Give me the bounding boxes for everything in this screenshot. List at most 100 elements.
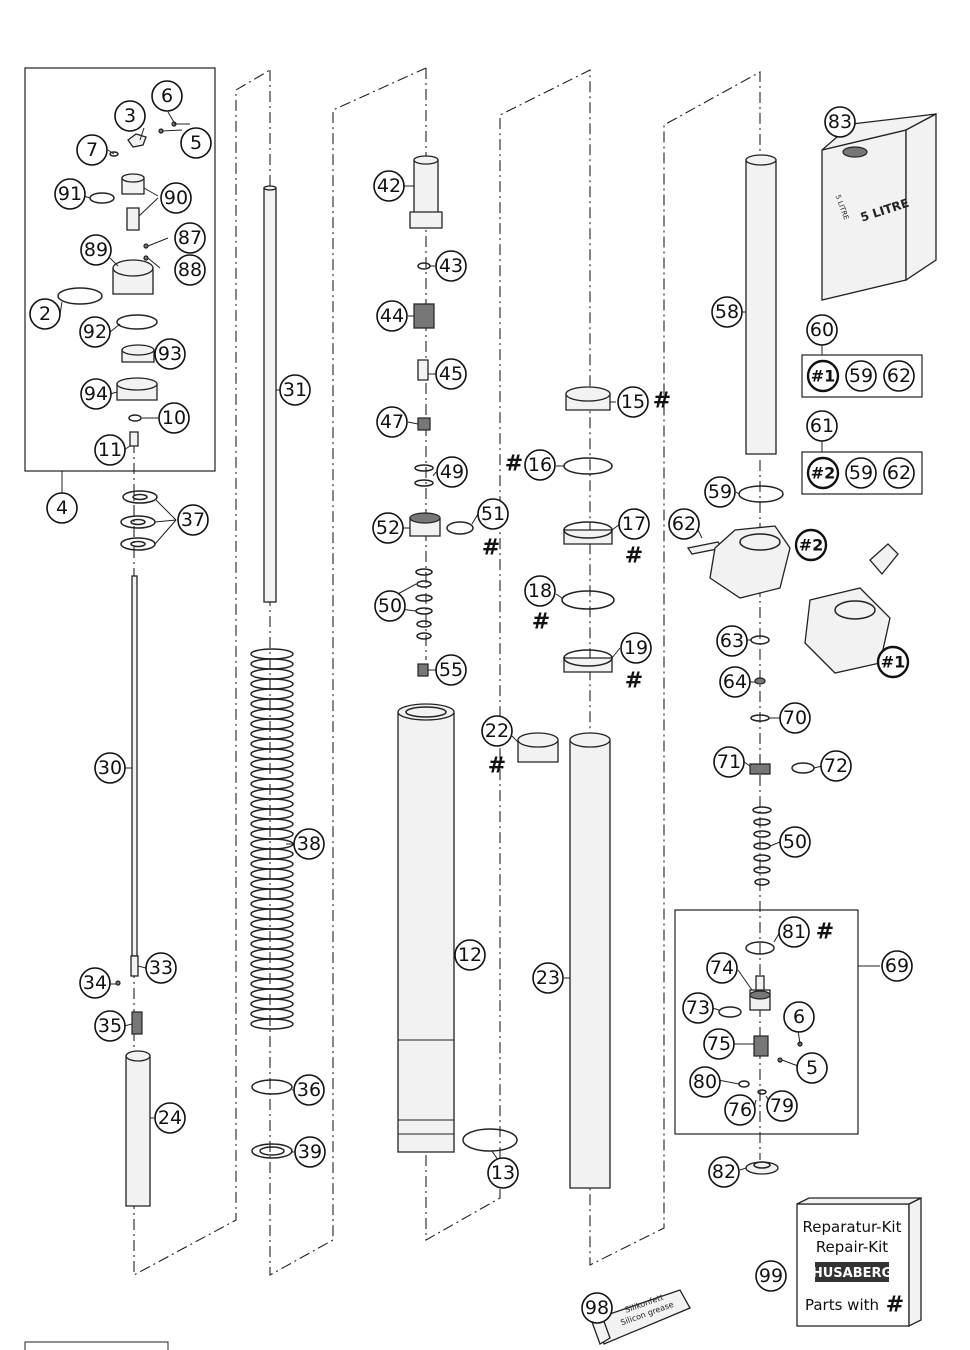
callout-circle-c72 [820,750,852,782]
callout-circle-c36 [293,1074,325,1106]
spring-coil [250,778,294,790]
callout-circle-c62 [668,508,700,540]
callout-label-c79: 79 [770,1095,794,1117]
callout-circle-c6a [151,80,183,112]
callout-circle-c98 [581,1292,613,1324]
spring-coil [250,938,294,950]
callout-label-c10: 10 [162,407,186,429]
spring-coil [250,888,294,900]
callout-circle-c90 [160,182,192,214]
kit-60-contents: #1 59 62 [806,359,915,393]
callout-layer: 2345566710111213151617181922232430313334… [29,80,913,1324]
spring-38 [250,648,294,1030]
spring-coil [250,818,294,830]
spring-coil [250,758,294,770]
callout-circle-c23 [532,962,564,994]
hash-mark-4: # [532,610,550,635]
column-2-parts [250,185,294,1159]
callout-label-c2: 2 [39,303,51,325]
callout-label-c22: 22 [485,720,509,742]
callout-label-c80: 80 [693,1071,717,1093]
spring-coil [250,978,294,990]
callout-label-c16: 16 [528,454,552,476]
callout-circle-c99 [755,1260,787,1292]
spring-coil [250,918,294,930]
callout-circle-c31 [279,374,311,406]
column-4-parts [517,386,615,1189]
callout-circle-c52 [372,512,404,544]
repair-kit-hash: # [886,1293,904,1318]
callout-circle-c93 [154,338,186,370]
callout-label-c60: 60 [810,319,834,341]
repair-kit-line3: Parts with [805,1296,879,1314]
callout-circle-c91 [54,178,86,210]
callout-label-c50a: 50 [378,595,402,617]
spring-coil [250,898,294,910]
callout-circle-c10 [158,402,190,434]
callout-circle-c43 [435,250,467,282]
callout-label-c82: 82 [712,1161,736,1183]
callout-label-c81: 81 [782,921,806,943]
callout-label-c93: 93 [158,343,182,365]
callout-circle-c49 [436,456,468,488]
callout-label-c6a: 6 [161,85,173,107]
callout-circle-c22 [481,715,513,747]
callout-label-c98: 98 [585,1297,609,1319]
callout-circle-c58 [711,296,743,328]
callout-label-c33: 33 [149,957,173,979]
callout-circle-c76 [724,1094,756,1126]
callout-label-c75: 75 [707,1033,731,1055]
kit60-item1: #1 [811,367,836,386]
callout-circle-c82 [708,1156,740,1188]
callout-circle-c89 [80,234,112,266]
callout-circle-c39 [294,1136,326,1168]
spring-coil [250,848,294,860]
spring-coil [250,668,294,680]
spring-coil [250,808,294,820]
callout-circle-c42 [373,170,405,202]
spring-coil [250,988,294,1000]
assembly-box-69 [674,909,859,1135]
callout-circle-c7 [76,134,108,166]
callout-circle-c75 [703,1028,735,1060]
spring-coil [250,708,294,720]
callout-label-c71: 71 [717,751,741,773]
callout-circle-c83 [824,106,856,138]
callout-label-c52: 52 [376,517,400,539]
spring-coil [250,648,294,660]
spring-coil [250,828,294,840]
column-1-parts [115,490,158,1207]
callout-circle-c70 [779,702,811,734]
callout-label-c36: 36 [297,1079,321,1101]
callout-circle-c12 [454,939,486,971]
callout-circle-c37 [177,504,209,536]
callout-label-c58: 58 [715,301,739,323]
callout-label-c63: 63 [720,630,744,652]
callout-label-c49: 49 [440,461,464,483]
callout-label-c23: 23 [536,967,560,989]
callout-label-c94: 94 [84,383,108,405]
spring-coil [250,1008,294,1020]
hash-mark-2: # [505,452,523,477]
callout-circle-c6b [783,1001,815,1033]
hash-mark-6: # [482,536,500,561]
callout-label-c59: 59 [708,481,732,503]
callout-circle-c19 [620,632,652,664]
spring-coil [250,748,294,760]
callout-circle-c71 [713,746,745,778]
column-3-parts [397,155,518,1153]
spring-coil [250,788,294,800]
repair-kit-line2: Repair-Kit [816,1238,888,1256]
callout-label-c51: 51 [481,503,505,525]
callout-circle-c13 [487,1157,519,1189]
spring-coil [250,958,294,970]
callout-circle-c51 [477,498,509,530]
callout-label-c83: 83 [828,111,852,133]
callout-label-c11: 11 [98,439,122,461]
spring-coil [250,928,294,940]
callout-circle-c69 [881,950,913,982]
callout-label-c73: 73 [686,997,710,1019]
callout-circle-c17 [618,508,650,540]
kit60-item2: 59 [849,365,873,387]
kit61-item2: 59 [849,462,873,484]
